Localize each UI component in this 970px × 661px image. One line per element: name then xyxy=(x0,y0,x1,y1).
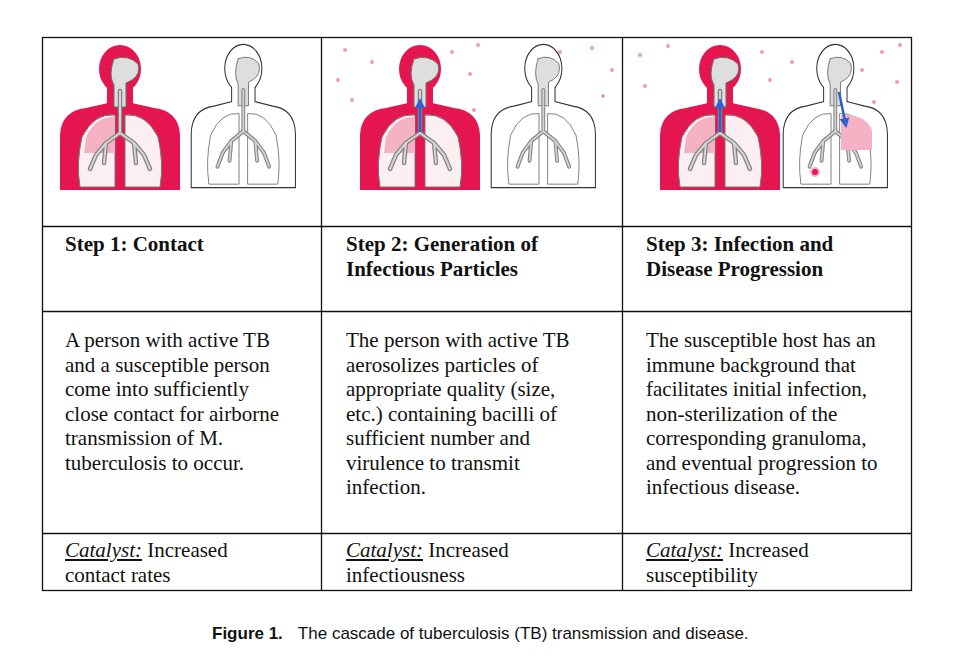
susceptible-person xyxy=(492,45,595,187)
catalyst-cell: Catalyst:Increased infectiousness xyxy=(346,538,546,587)
catalyst-key: Catalyst: xyxy=(646,538,723,562)
infected-person xyxy=(660,45,780,190)
catalyst-cell: Catalyst:Increased contact rates xyxy=(65,538,265,587)
figure-number: Figure 1. xyxy=(212,624,283,643)
step-description: A person with active TB and a susceptibl… xyxy=(65,328,295,475)
catalyst-cell: Catalyst:Increased susceptibility xyxy=(646,538,846,587)
step-description: The susceptible host has an immune backg… xyxy=(646,328,878,500)
catalyst-key: Catalyst: xyxy=(65,538,142,562)
step-description: The person with active TB aerosolizes pa… xyxy=(346,328,586,500)
infected-person xyxy=(360,45,480,190)
step-heading: Step 1: Contact xyxy=(65,232,305,257)
step-heading: Step 2: Generation of Infectious Particl… xyxy=(346,232,586,281)
step-heading: Step 3: Infection and Disease Progressio… xyxy=(646,232,878,281)
susceptible-person xyxy=(192,45,295,187)
granuloma-dot xyxy=(811,168,819,176)
inhale-arrow xyxy=(839,92,846,126)
figure-caption: The cascade of tuberculosis (TB) transmi… xyxy=(298,624,749,643)
susceptible-person xyxy=(784,45,887,187)
table-grid xyxy=(43,38,912,591)
catalyst-key: Catalyst: xyxy=(346,538,423,562)
exhale-arrow xyxy=(719,100,722,132)
caption-line: Figure 1. The cascade of tuberculosis (TB… xyxy=(212,624,912,644)
infected-person xyxy=(60,45,180,190)
exhale-arrow xyxy=(419,100,422,132)
